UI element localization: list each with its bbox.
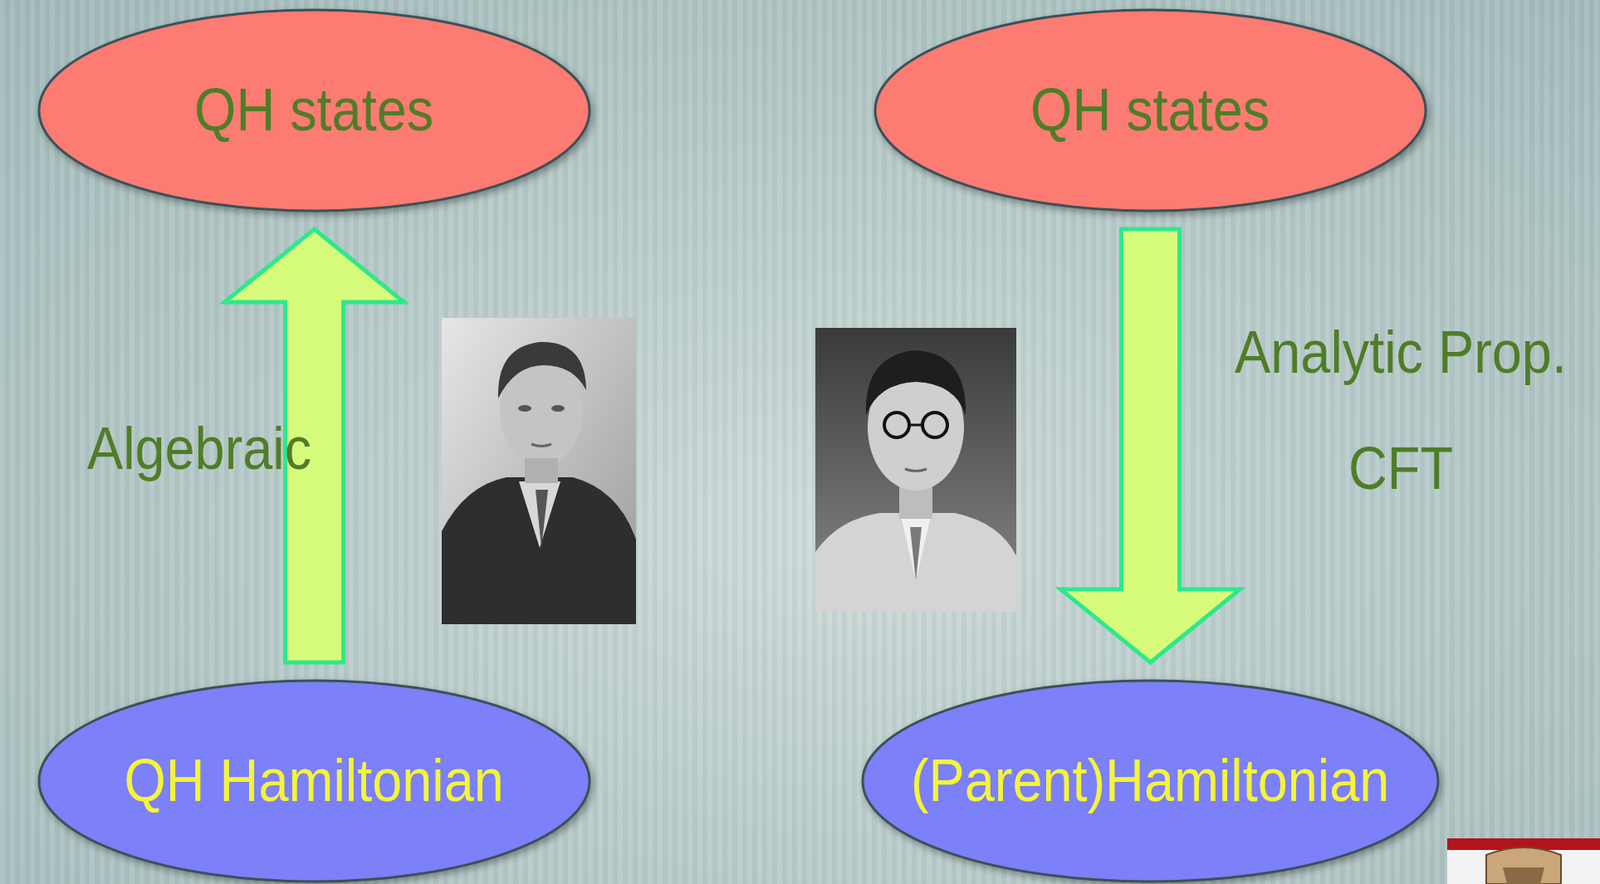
- node-label: QH Hamiltonian: [124, 748, 504, 814]
- ellipse-shape: [39, 680, 590, 882]
- portrait-photo: [441, 318, 637, 625]
- block-arrow: [1061, 229, 1241, 663]
- ellipse-node: QH states: [873, 8, 1428, 213]
- node-text-group: QH states: [181, 77, 447, 143]
- corner-logo: [1447, 838, 1600, 884]
- arrow-label: Algebraic: [4, 390, 394, 507]
- arrow-label: Analytic Prop. CFT: [1206, 293, 1596, 528]
- portrait-photo: [815, 327, 1017, 612]
- ellipse-shape: [862, 680, 1439, 882]
- node-text-group: QH states: [1017, 77, 1283, 143]
- node-text-group: (Parent)Hamiltonian: [884, 748, 1416, 814]
- ellipse-node: QH states: [37, 8, 592, 213]
- node-label: (Parent)Hamiltonian: [910, 748, 1390, 814]
- node-text-group: QH Hamiltonian: [102, 748, 525, 814]
- ellipse-node: (Parent)Hamiltonian: [861, 679, 1440, 884]
- node-label: QH states: [194, 77, 434, 143]
- ellipse-node: QH Hamiltonian: [37, 679, 592, 884]
- node-label: QH states: [1030, 77, 1270, 143]
- ellipse-shape: [39, 9, 590, 211]
- ellipse-shape: [875, 9, 1426, 211]
